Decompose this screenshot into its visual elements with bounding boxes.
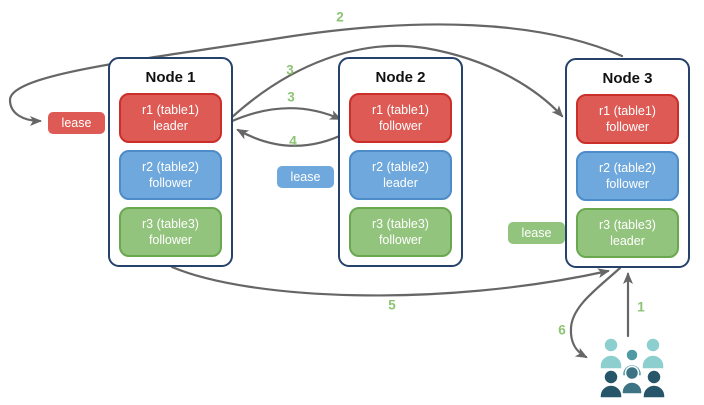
node-3-title: Node 3 — [602, 70, 653, 87]
node-3: Node 3 r1 (table1) follower r2 (table2) … — [565, 58, 690, 268]
replica-name: r2 (table2) — [372, 159, 429, 174]
replica-name: r1 (table1) — [599, 103, 656, 118]
replica-role: follower — [378, 119, 423, 133]
step-label-4: 4 — [289, 133, 297, 149]
node1-r1-leader: r1 (table1) leader — [119, 93, 222, 143]
lease-badge-red: lease — [48, 112, 105, 134]
step-label-2: 2 — [336, 9, 344, 25]
replica-name: r3 (table3) — [142, 216, 199, 231]
node-1: Node 1 r1 (table1) leader r2 (table2) fo… — [108, 57, 233, 267]
replica-name: r2 (table2) — [599, 160, 656, 175]
arrow-3-node1-to-node2 — [228, 107, 342, 124]
replica-name: r1 (table1) — [142, 102, 199, 117]
replica-role: leader — [383, 176, 418, 190]
replica-role: follower — [605, 177, 650, 191]
node3-r3-leader: r3 (table3) leader — [576, 208, 679, 258]
arrow-5-node1-to-node3 — [170, 265, 610, 297]
node2-r2-leader: r2 (table2) leader — [349, 150, 452, 200]
replica-role: follower — [148, 233, 193, 247]
replica-name: r3 (table3) — [599, 217, 656, 232]
replica-role: follower — [148, 176, 193, 190]
replica-name: r3 (table3) — [372, 216, 429, 231]
node2-r1-follower: r1 (table1) follower — [349, 93, 452, 143]
step-label-5: 5 — [388, 297, 396, 313]
step-label-3-upper: 3 — [286, 62, 294, 78]
step-label-3-lower: 3 — [287, 89, 295, 105]
replica-name: r2 (table2) — [142, 159, 199, 174]
replica-role: leader — [610, 234, 645, 248]
arrow-2-node3-to-lease — [8, 23, 624, 126]
step-label-1: 1 — [637, 299, 645, 315]
node3-r1-follower: r1 (table1) follower — [576, 94, 679, 144]
node3-r2-follower: r2 (table2) follower — [576, 151, 679, 201]
replica-role: follower — [378, 233, 423, 247]
replica-role: follower — [605, 120, 650, 134]
lease-badge-blue: lease — [277, 166, 334, 188]
arrow-4-node2-to-node1 — [236, 128, 348, 147]
arrow-3-node1-to-node3 — [228, 44, 564, 121]
node2-r3-follower: r3 (table3) follower — [349, 207, 452, 257]
lease-badge-green: lease — [508, 222, 565, 244]
node-2-title: Node 2 — [375, 69, 426, 86]
node-2: Node 2 r1 (table1) follower r2 (table2) … — [338, 57, 463, 267]
node1-r2-follower: r2 (table2) follower — [119, 150, 222, 200]
replica-role: leader — [153, 119, 188, 133]
clients-group-icon — [599, 337, 666, 399]
arrow-6-node3-to-clients — [569, 266, 622, 359]
node-1-title: Node 1 — [145, 69, 196, 86]
step-label-6: 6 — [558, 322, 566, 338]
node1-r3-follower: r3 (table3) follower — [119, 207, 222, 257]
replica-name: r1 (table1) — [372, 102, 429, 117]
